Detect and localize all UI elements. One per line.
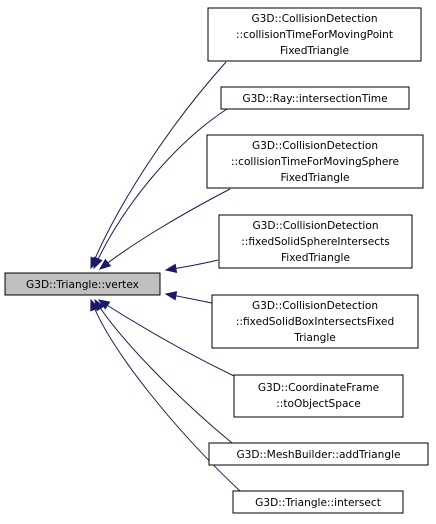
caller-node-ray-intersection-time[interactable]: G3D::Ray::intersectionTime (220, 86, 410, 110)
call-edge (94, 299, 233, 444)
node-label: G3D::Ray::intersectionTime (242, 93, 387, 105)
node-box (220, 86, 410, 110)
focus-node-label: G3D::Triangle::vertex (26, 279, 139, 291)
call-edge (90, 61, 227, 269)
node-box (233, 374, 404, 418)
arrowhead (97, 299, 111, 310)
call-edge (93, 108, 228, 269)
caller-node-fixed-solid-box-intersects[interactable]: G3D::CollisionDetection ::fixedSolidBoxI… (211, 294, 419, 349)
arrowhead (93, 256, 103, 270)
caller-node-mesh-builder-add-triangle[interactable]: G3D::MeshBuilder::addTriangle (208, 442, 429, 466)
node-label: G3D::MeshBuilder::addTriangle (236, 449, 400, 461)
node-label: G3D::CollisionDetection (252, 140, 378, 152)
caller-node-coordinate-frame-to-object-space[interactable]: G3D::CoordinateFrame ::toObjectSpace (233, 374, 404, 418)
caller-node-fixed-solid-sphere-intersects[interactable]: G3D::CollisionDetection ::fixedSolidSphe… (218, 214, 413, 269)
node-label: G3D::Triangle::intersect (255, 497, 381, 509)
node-box (218, 214, 413, 269)
caller-node-collision-time-moving-point[interactable]: G3D::CollisionDetection ::collisionTimeF… (207, 7, 422, 62)
call-edge (98, 299, 237, 378)
node-label: FixedTriangle (281, 252, 350, 264)
node-label: ::fixedSolidBoxIntersectsFixed (236, 316, 394, 328)
node-label: G3D::CollisionDetection (251, 13, 377, 25)
node-label: G3D::CollisionDetection (252, 220, 378, 232)
node-box (208, 442, 429, 466)
node-label: FixedTriangle (280, 45, 349, 57)
arrowhead (164, 291, 178, 301)
node-label: ::collisionTimeForMovingSphere (231, 156, 399, 168)
node-box (206, 134, 424, 189)
node-label: G3D::CoordinateFrame (258, 382, 379, 394)
focus-node-box (4, 272, 161, 296)
node-label: ::toObjectSpace (276, 398, 361, 410)
node-box (232, 490, 404, 514)
arrowhead (98, 258, 112, 270)
arrowhead (90, 298, 100, 312)
node-label: ::fixedSolidSphereIntersects (241, 236, 390, 248)
node-box (207, 7, 422, 62)
node-label: ::collisionTimeForMovingPoint (236, 29, 393, 41)
caller-node-triangle-intersect[interactable]: G3D::Triangle::intersect (232, 490, 404, 514)
call-edge (99, 188, 231, 270)
call-edge (90, 299, 241, 492)
node-box (211, 294, 419, 349)
focus-node[interactable]: G3D::Triangle::vertex (4, 272, 161, 296)
edges (90, 61, 241, 492)
caller-node-collision-time-moving-sphere[interactable]: G3D::CollisionDetection ::collisionTimeF… (206, 134, 424, 189)
arrowhead (164, 263, 178, 274)
node-label: FixedTriangle (280, 172, 349, 184)
node-label: Triangle (293, 332, 336, 344)
node-label: G3D::CollisionDetection (252, 300, 378, 312)
